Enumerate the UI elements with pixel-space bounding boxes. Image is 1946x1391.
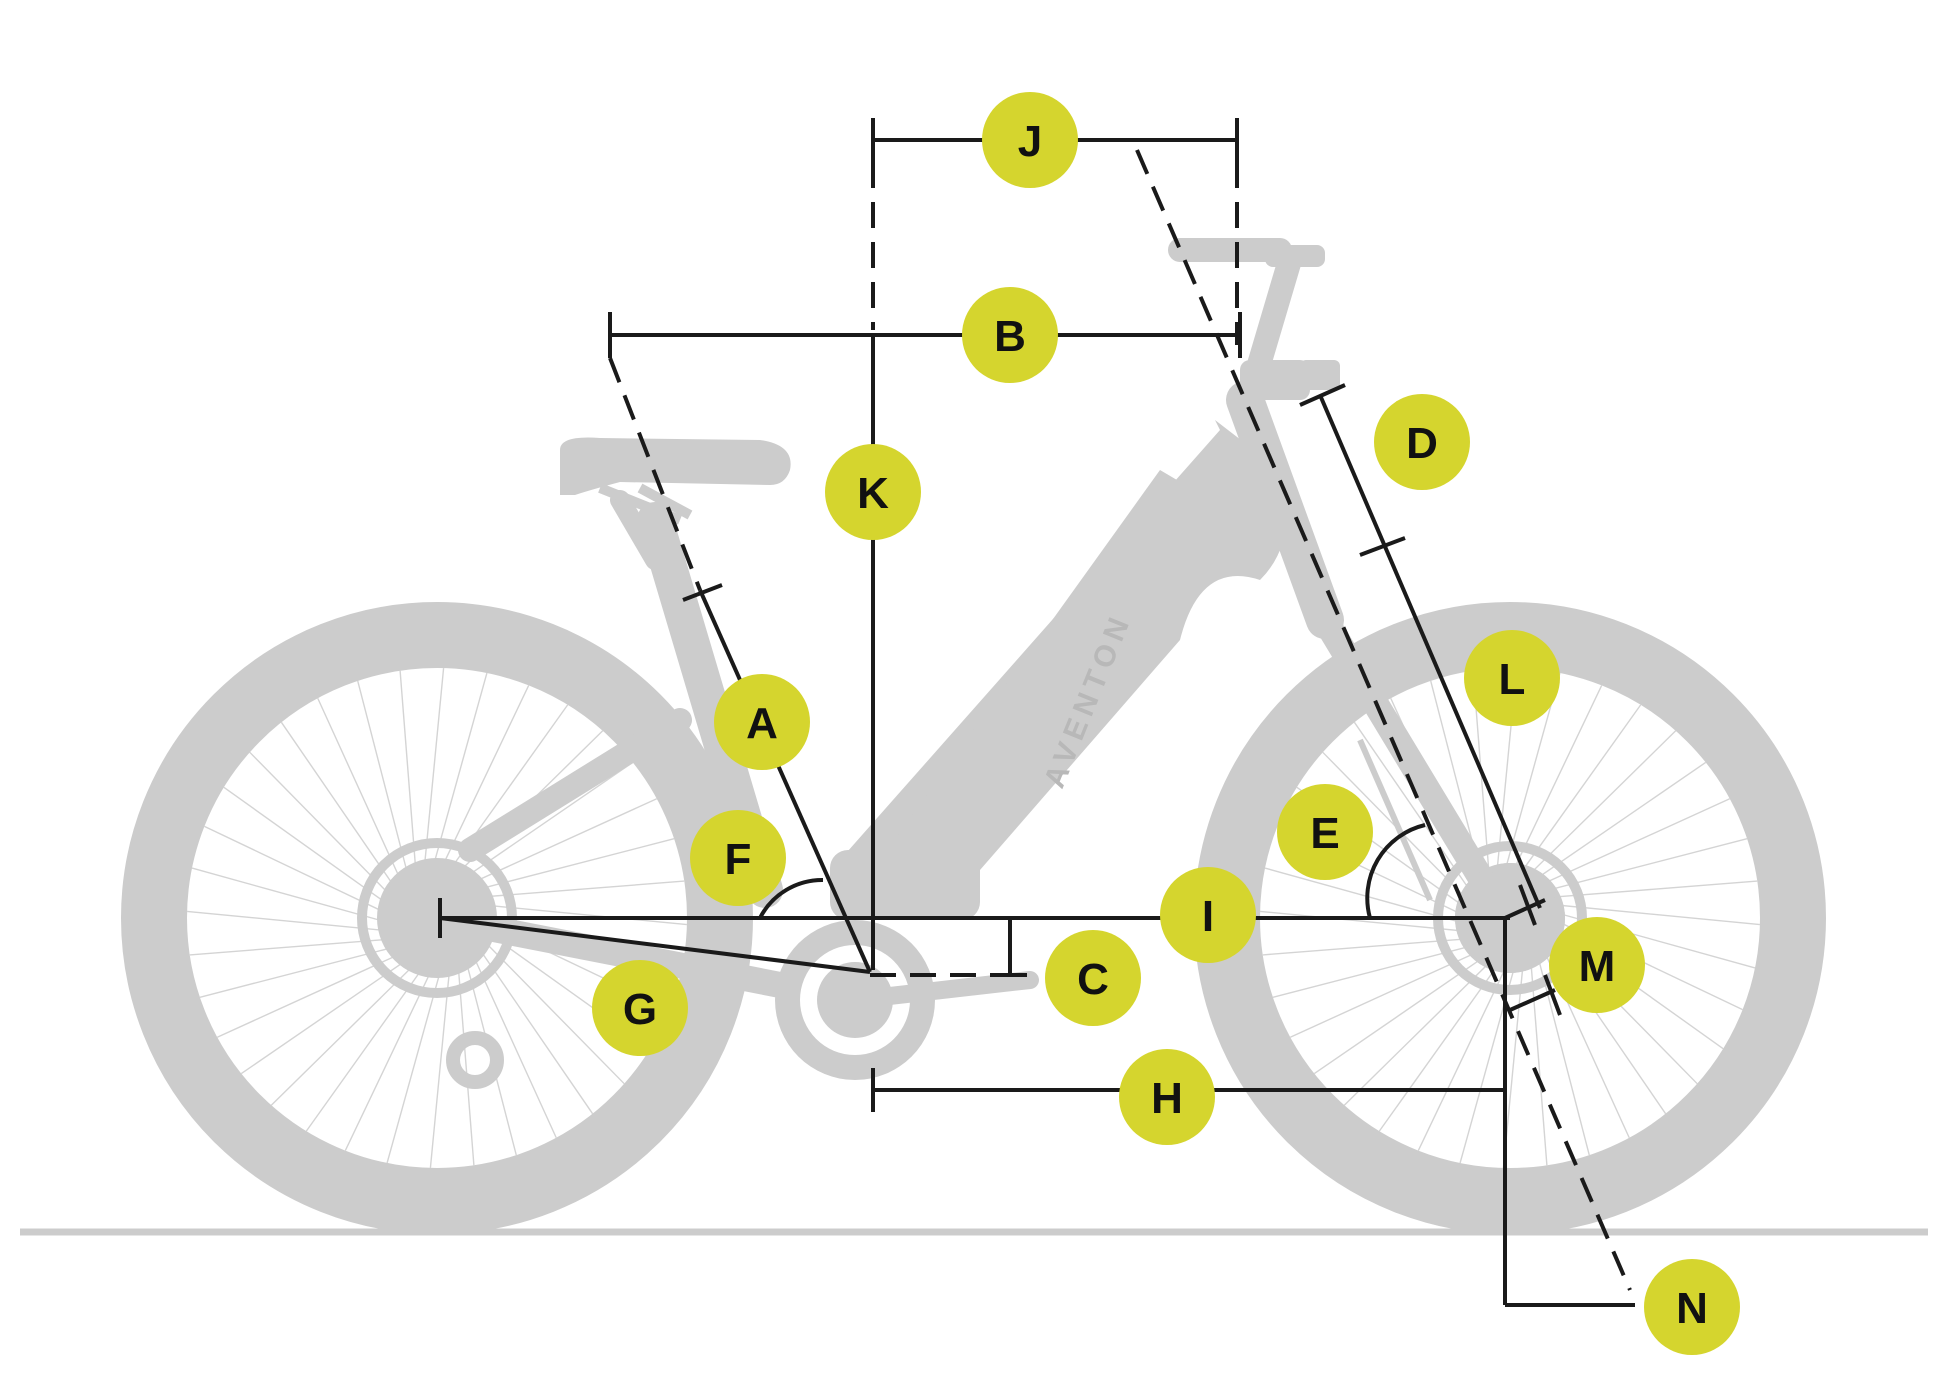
wheel-spoke — [240, 945, 428, 1075]
svg-text:L: L — [1499, 655, 1526, 704]
wheel-spoke — [1289, 943, 1496, 1038]
wheel-spoke — [456, 838, 675, 896]
saddle — [560, 437, 791, 495]
svg-text:J: J — [1018, 117, 1042, 166]
wheel-spoke — [462, 932, 557, 1139]
wheel-spoke — [270, 947, 433, 1106]
svg-text:K: K — [857, 469, 889, 518]
badge-n: N — [1644, 1259, 1740, 1355]
badge-h: H — [1119, 1049, 1215, 1145]
wheel-spoke — [1509, 704, 1642, 889]
svg-text:M: M — [1579, 942, 1616, 991]
svg-text:E: E — [1310, 809, 1339, 858]
wheel-spoke — [1532, 880, 1758, 900]
wheel-spoke — [1504, 685, 1603, 889]
wheel-spoke — [1272, 940, 1491, 998]
svg-text:F: F — [725, 835, 752, 884]
svg-text:A: A — [746, 699, 778, 748]
head-tube — [1226, 381, 1344, 639]
wheel-spoke — [1262, 936, 1488, 956]
wheel-spoke — [280, 721, 410, 909]
wheel-spoke — [462, 902, 687, 926]
wheel-spoke — [204, 825, 408, 924]
svg-text:H: H — [1151, 1074, 1183, 1123]
wheel-spoke — [1343, 947, 1506, 1106]
badge-k: K — [825, 444, 921, 540]
fork — [1312, 607, 1518, 931]
wheel-spoke — [1459, 946, 1521, 1164]
wheel-spoke — [1535, 902, 1760, 926]
badge-m: M — [1549, 917, 1645, 1013]
measurement-lines — [438, 118, 1635, 1307]
wheel-spoke — [357, 680, 415, 899]
wheel-spoke — [1378, 947, 1511, 1132]
wheel-spoke — [1353, 721, 1483, 909]
wheel-spoke — [459, 880, 685, 900]
wheel-spoke — [317, 697, 412, 904]
badge-e: E — [1277, 784, 1373, 880]
wheel-spoke — [249, 751, 408, 914]
svg-text:G: G — [623, 985, 657, 1034]
wheel-spoke — [1260, 910, 1485, 934]
svg-text:B: B — [994, 312, 1026, 361]
wheel-spoke — [1524, 798, 1731, 893]
wheel-spoke — [223, 786, 408, 919]
wheel-spoke — [1417, 947, 1516, 1151]
wheel-spoke — [1502, 943, 1526, 1168]
wheel-spoke — [446, 761, 634, 891]
rear-wheel — [121, 602, 753, 1234]
wheel-spoke — [1528, 940, 1548, 1166]
label-badges: J B K D A L F E — [592, 92, 1740, 1355]
badge-j: J — [982, 92, 1078, 188]
badge-f: F — [690, 810, 786, 906]
wheel-spoke — [386, 946, 448, 1164]
wheel-spoke — [216, 943, 423, 1038]
wheel-spoke — [344, 947, 443, 1151]
wheel-spoke — [1313, 945, 1501, 1075]
wheel-spoke — [451, 798, 658, 893]
badge-i: I — [1160, 867, 1256, 963]
wheel-spoke — [421, 668, 445, 893]
svg-text:I: I — [1202, 892, 1214, 941]
wheel-spoke — [431, 685, 530, 889]
badge-c: C — [1045, 930, 1141, 1026]
wheel-spoke — [1514, 730, 1677, 889]
wheel-spoke — [466, 922, 625, 1085]
wheel-spoke — [1499, 672, 1561, 890]
wheel-spoke — [399, 670, 419, 896]
svg-text:C: C — [1077, 955, 1109, 1004]
wheel-spoke — [464, 927, 594, 1115]
bike-silhouette: AVENTON — [121, 238, 1826, 1234]
wheel-spoke — [187, 910, 412, 934]
rear-derailleur — [446, 1031, 504, 1089]
wheel-spoke — [191, 867, 409, 929]
svg-text:D: D — [1406, 419, 1438, 468]
wheel-spoke — [429, 943, 453, 1168]
badge-a: A — [714, 674, 810, 770]
badge-l: L — [1464, 630, 1560, 726]
svg-text:N: N — [1676, 1284, 1708, 1333]
badge-g: G — [592, 960, 688, 1056]
wheel-spoke — [1538, 907, 1756, 969]
wheel-spoke — [426, 672, 488, 890]
badge-b: B — [962, 287, 1058, 383]
wheel-spoke — [1529, 838, 1748, 896]
badge-d: D — [1374, 394, 1470, 490]
wheel-spoke — [455, 940, 475, 1166]
seatpost — [610, 490, 665, 570]
wheel-spoke — [436, 704, 569, 889]
wheel-spoke — [1519, 761, 1707, 891]
wheel-spoke — [305, 947, 438, 1132]
wheel-spoke — [1532, 937, 1590, 1156]
wheel-spoke — [189, 936, 415, 956]
wheel-spoke — [199, 940, 418, 998]
